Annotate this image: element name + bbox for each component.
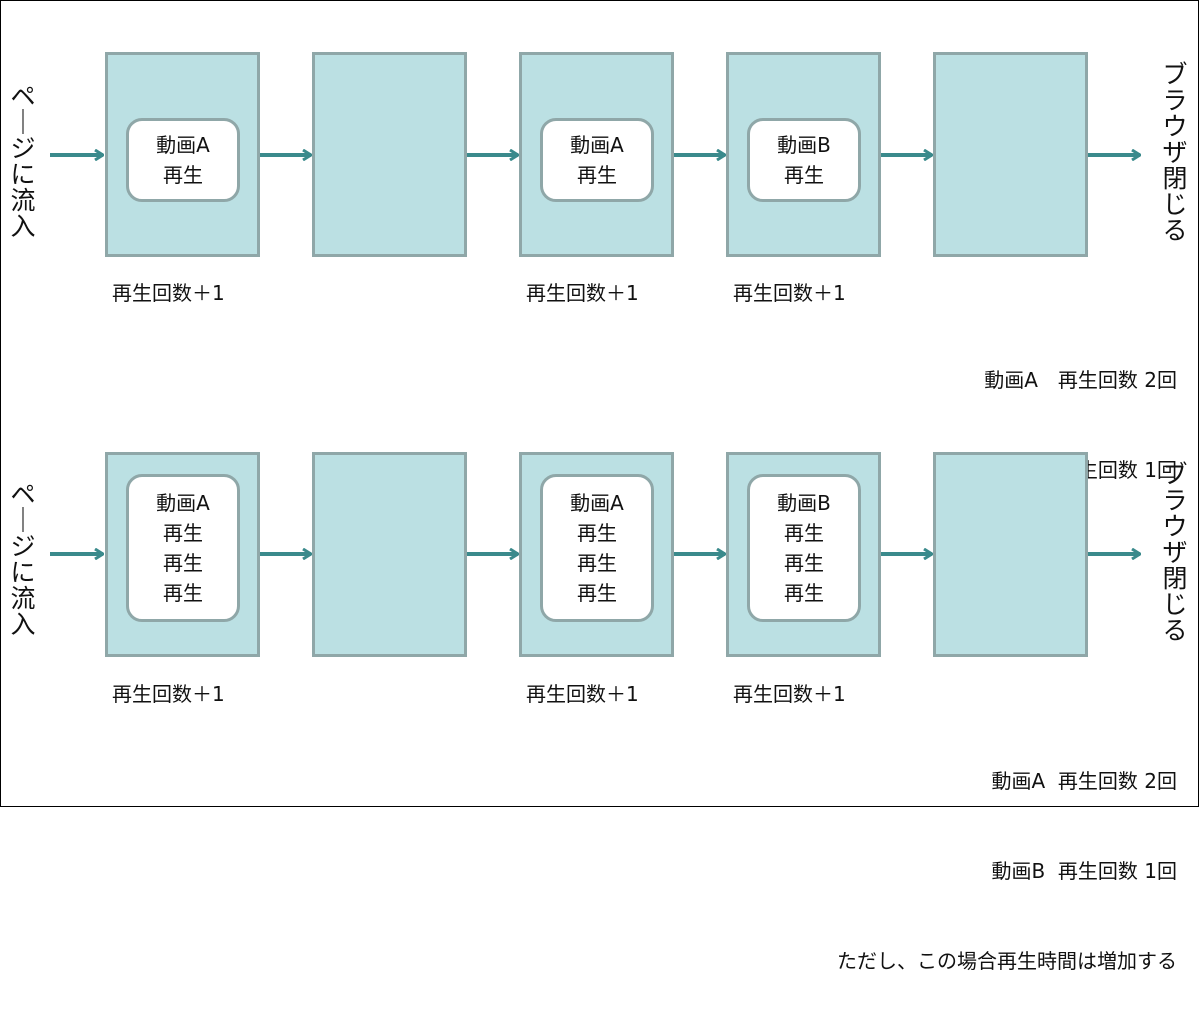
flow-2-page-1-video-box: 動画A 再生 再生 再生 [126, 474, 240, 622]
play-label: 再生 [163, 551, 203, 575]
play-label: 再生 [784, 163, 824, 187]
play-label: 再生 [163, 163, 203, 187]
video-label: 動画B [777, 491, 831, 515]
vertical-char: る [1162, 616, 1188, 645]
video-label: 動画A [570, 133, 624, 157]
vertical-char: ブ [1162, 60, 1188, 89]
flow-2-page-5 [933, 452, 1088, 657]
vertical-char: 流 [10, 584, 36, 613]
play-label: 再生 [577, 163, 617, 187]
vertical-char: 流 [10, 186, 36, 215]
vertical-char: 入 [10, 212, 36, 241]
vertical-char: ウ [1162, 512, 1188, 541]
play-label: 再生 [577, 551, 617, 575]
flow-1-page-4-video-box: 動画B 再生 [747, 118, 861, 202]
video-label: 動画A [156, 491, 210, 515]
flow-1-page-3: 動画A 再生 [519, 52, 674, 257]
summary-line: ただし、この場合再生時間は増加する [837, 949, 1177, 973]
play-label: 再生 [784, 551, 824, 575]
summary-line: 動画B 再生回数 1回 [991, 859, 1177, 883]
play-label: 再生 [784, 521, 824, 545]
vertical-char: に [10, 160, 36, 189]
vertical-char: 閉 [1162, 564, 1188, 593]
flow-2-page-3-video-box: 動画A 再生 再生 再生 [540, 474, 654, 622]
play-label: 再生 [163, 521, 203, 545]
summary-line: 動画A 再生回数 2回 [984, 368, 1177, 392]
flow-2-page-3-note: 再生回数＋1 [526, 682, 639, 706]
vertical-char: ラ [1162, 486, 1188, 515]
flow-1-page-5 [933, 52, 1088, 257]
vertical-char: ブ [1162, 460, 1188, 489]
vertical-char: ジ [10, 532, 36, 561]
summary-line: 動画A 再生回数 2回 [991, 769, 1177, 793]
vertical-char: ジ [10, 134, 36, 163]
vertical-char: ザ [1162, 138, 1188, 167]
play-label: 再生 [577, 521, 617, 545]
vertical-char: ｜ [10, 506, 36, 535]
flow-2-page-4-video-box: 動画B 再生 再生 再生 [747, 474, 861, 622]
flow-1-end-label: ブラウザ閉じる [1158, 62, 1192, 244]
vertical-char: ペ [10, 82, 36, 111]
vertical-char: ペ [10, 480, 36, 509]
play-label: 再生 [163, 581, 203, 605]
vertical-char: ｜ [10, 108, 36, 137]
vertical-char: 入 [10, 610, 36, 639]
flow-arrows [50, 0, 1199, 807]
flow-1-page-4-note: 再生回数＋1 [733, 281, 846, 305]
vertical-char: じ [1162, 190, 1188, 219]
flow-1-page-3-video-box: 動画A 再生 [540, 118, 654, 202]
flow-1-start-label: ペ｜ジに流入 [8, 84, 38, 240]
flow-2-page-1-note: 再生回数＋1 [112, 682, 225, 706]
flow-2-page-2 [312, 452, 467, 657]
flow-1-page-4: 動画B 再生 [726, 52, 881, 257]
flow-1-page-1-note: 再生回数＋1 [112, 281, 225, 305]
flow-2-page-3: 動画A 再生 再生 再生 [519, 452, 674, 657]
vertical-char: じ [1162, 590, 1188, 619]
flow-1-page-1: 動画A 再生 [105, 52, 260, 257]
flow-1-page-1-video-box: 動画A 再生 [126, 118, 240, 202]
flow-2-page-4: 動画B 再生 再生 再生 [726, 452, 881, 657]
play-label: 再生 [784, 581, 824, 605]
vertical-char: 閉 [1162, 164, 1188, 193]
video-label: 動画B [777, 133, 831, 157]
vertical-char: に [10, 558, 36, 587]
flow-1-page-2 [312, 52, 467, 257]
play-label: 再生 [577, 581, 617, 605]
flow-2-page-1: 動画A 再生 再生 再生 [105, 452, 260, 657]
flow-2-end-label: ブラウザ閉じる [1158, 462, 1192, 644]
vertical-char: ザ [1162, 538, 1188, 567]
vertical-char: ウ [1162, 112, 1188, 141]
flow-2-start-label: ペ｜ジに流入 [8, 482, 38, 638]
video-label: 動画A [570, 491, 624, 515]
vertical-char: ラ [1162, 86, 1188, 115]
flow-2-page-4-note: 再生回数＋1 [733, 682, 846, 706]
vertical-char: る [1162, 216, 1188, 245]
flow-1-page-3-note: 再生回数＋1 [526, 281, 639, 305]
video-label: 動画A [156, 133, 210, 157]
